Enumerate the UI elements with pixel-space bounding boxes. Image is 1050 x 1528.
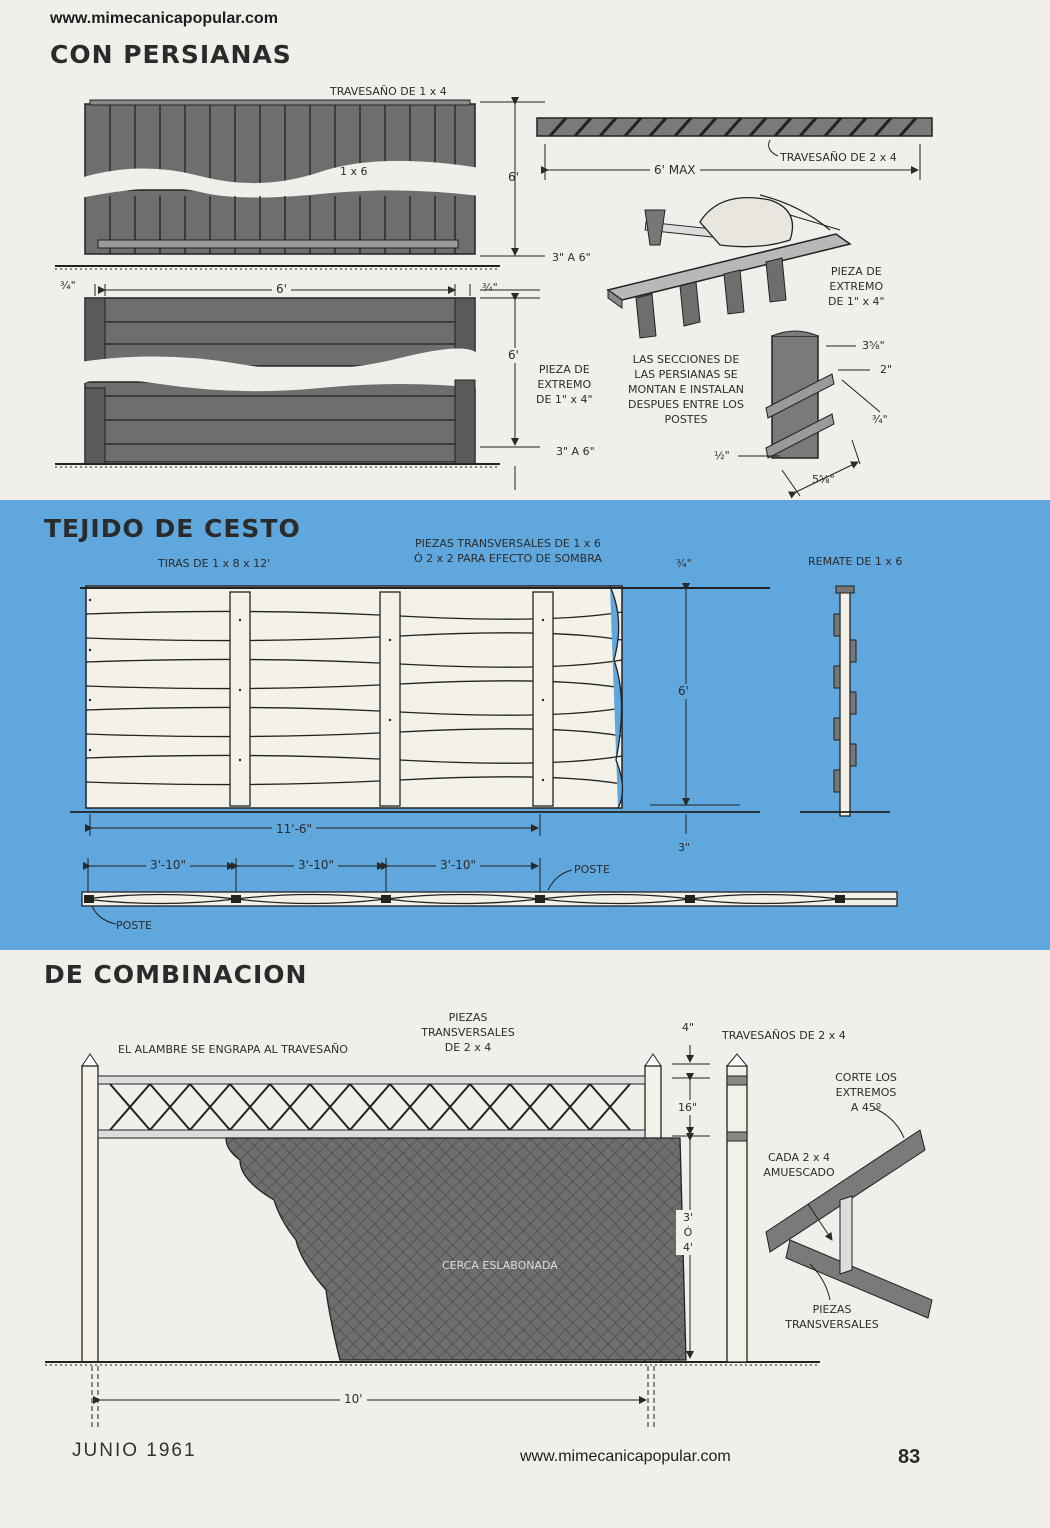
travesano-rail [536, 117, 933, 180]
label-dim-3-4: ¾" [872, 413, 888, 426]
label-remate: REMATE DE 1 x 6 [808, 555, 903, 568]
label-width-11-6: 11'-6" [272, 822, 317, 837]
label-width-10: 10' [340, 1392, 367, 1407]
label-poste-left: POSTE [116, 919, 152, 932]
section-title-persianas: CON PERSIANAS [50, 40, 292, 69]
label-dim-4: 4" [682, 1021, 695, 1034]
label-height-3-o-4: 3' Ó 4' [676, 1210, 700, 1255]
remate-side-view [800, 585, 890, 817]
section-title-combinacion: DE COMBINACION [44, 960, 308, 989]
basket-weave-fence [70, 583, 770, 836]
label-span-3: 3'-10" [436, 858, 481, 873]
label-gap-top: 3" A 6" [552, 251, 591, 264]
label-top-3-4: ¾" [676, 557, 692, 570]
label-dim-1-2: ½" [714, 449, 730, 462]
header-url: www.mimecanicapopular.com [50, 10, 278, 27]
label-piezas-transversales-combo: PIEZAS TRANSVERSALES [785, 1303, 879, 1331]
label-overhang-left: ¾" [60, 279, 76, 292]
label-tiras: TIRAS DE 1 x 8 x 12' [158, 557, 271, 570]
label-travesanos-2x4: TRAVESAÑOS DE 2 x 4 [722, 1029, 846, 1042]
label-span-2: 3'-10" [294, 858, 339, 873]
label-gap-3: 3" [678, 841, 691, 854]
label-overhang-right: ¾" [482, 281, 498, 294]
footer-date: JUNIO 1961 [72, 1440, 197, 1461]
label-span-1: 3'-10" [146, 858, 191, 873]
label-travesano-1x4: TRAVESAÑO DE 1 x 4 [330, 85, 447, 98]
chain-link-fence [45, 1045, 933, 1430]
label-height-6-top: 6' [508, 170, 519, 184]
label-piezas-2x4: PIEZAS TRANSVERSALES DE 2 x 4 [421, 1011, 515, 1054]
hammer-assembly [606, 194, 852, 339]
label-dim-3-5-8: 3⅝" [862, 339, 885, 352]
label-dim-2: 2" [880, 363, 893, 376]
louver-fence-bottom [55, 293, 540, 490]
label-dim-16: 16" [678, 1100, 698, 1115]
label-height-6-cesto: 6' [678, 684, 689, 699]
board-fence-top [55, 99, 500, 270]
label-piezas-transversales: PIEZAS TRANSVERSALES DE 1 x 6 Ó 2 x 2 PA… [414, 537, 602, 565]
label-poste-right: POSTE [574, 863, 610, 876]
louver-detail [738, 330, 881, 499]
label-travesano-2x4: TRAVESAÑO DE 2 x 4 [780, 151, 897, 164]
label-dim-5-5-8: 5⅝" [812, 473, 835, 486]
section-title-cesto: TEJIDO DE CESTO [44, 514, 301, 543]
label-pieza-extremo: PIEZA DE EXTREMO DE 1" x 4" [536, 363, 593, 406]
label-6-max: 6' MAX [650, 163, 700, 178]
label-cada-2x4: CADA 2 x 4 AMUESCADO [763, 1151, 835, 1179]
label-height-6-bottom: 6' [508, 348, 519, 363]
page-number: 83 [898, 1446, 921, 1468]
label-width-6: 6' [272, 282, 291, 297]
label-board-1x6: 1 x 6 [340, 165, 368, 178]
basket-plan-view [81, 858, 898, 925]
label-gap-bottom: 3" A 6" [556, 445, 595, 458]
label-cerca-eslabonada: CERCA ESLABONADA [442, 1259, 558, 1272]
label-corte-extremos: CORTE LOS EXTREMOS A 45º [835, 1071, 897, 1114]
footer-url[interactable]: www.mimecanicapopular.com [520, 1448, 731, 1465]
label-alambre: EL ALAMBRE SE ENGRAPA AL TRAVESAÑO [118, 1043, 348, 1056]
label-note-secciones: LAS SECCIONES DE LAS PERSIANAS SE MONTAN… [628, 353, 744, 426]
label-pieza-extremo-hammer: PIEZA DE EXTREMO DE 1" x 4" [828, 265, 885, 308]
